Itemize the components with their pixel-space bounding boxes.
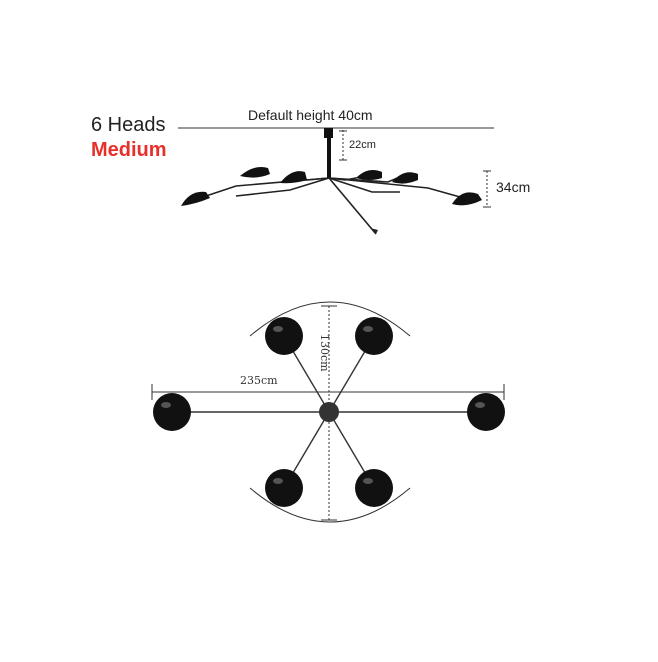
- depth-label: 130cm: [318, 334, 331, 372]
- default-height-label: Default height 40cm: [248, 107, 373, 123]
- top-arc: [249, 301, 411, 337]
- top-shade-lower-right: [355, 469, 393, 507]
- width-label: 235cm: [240, 374, 278, 387]
- arm-height-label: 34cm: [496, 179, 531, 195]
- side-shade-1: [181, 191, 210, 206]
- side-view-shades: [181, 167, 482, 206]
- top-shade-upper-right: [355, 317, 393, 355]
- center-stem: [327, 138, 331, 178]
- side-shade-4: [356, 170, 382, 180]
- side-shade-6: [452, 192, 482, 206]
- center-hub: [319, 402, 339, 422]
- side-shade-5: [392, 172, 418, 184]
- side-shade-2: [240, 167, 270, 178]
- drop-label: 22cm: [349, 139, 376, 151]
- top-view-shades: [153, 317, 505, 507]
- size-variant-label: Medium: [91, 139, 167, 161]
- ceiling-canopy: [324, 128, 333, 138]
- top-shade-upper-left: [265, 317, 303, 355]
- bottom-arc: [249, 487, 411, 523]
- side-arms: [199, 174, 461, 235]
- top-shade-lower-left: [265, 469, 303, 507]
- heads-count-label: 6 Heads: [91, 114, 166, 136]
- top-shade-right: [467, 393, 505, 431]
- side-shade-3: [280, 171, 307, 184]
- top-shade-left: [153, 393, 191, 431]
